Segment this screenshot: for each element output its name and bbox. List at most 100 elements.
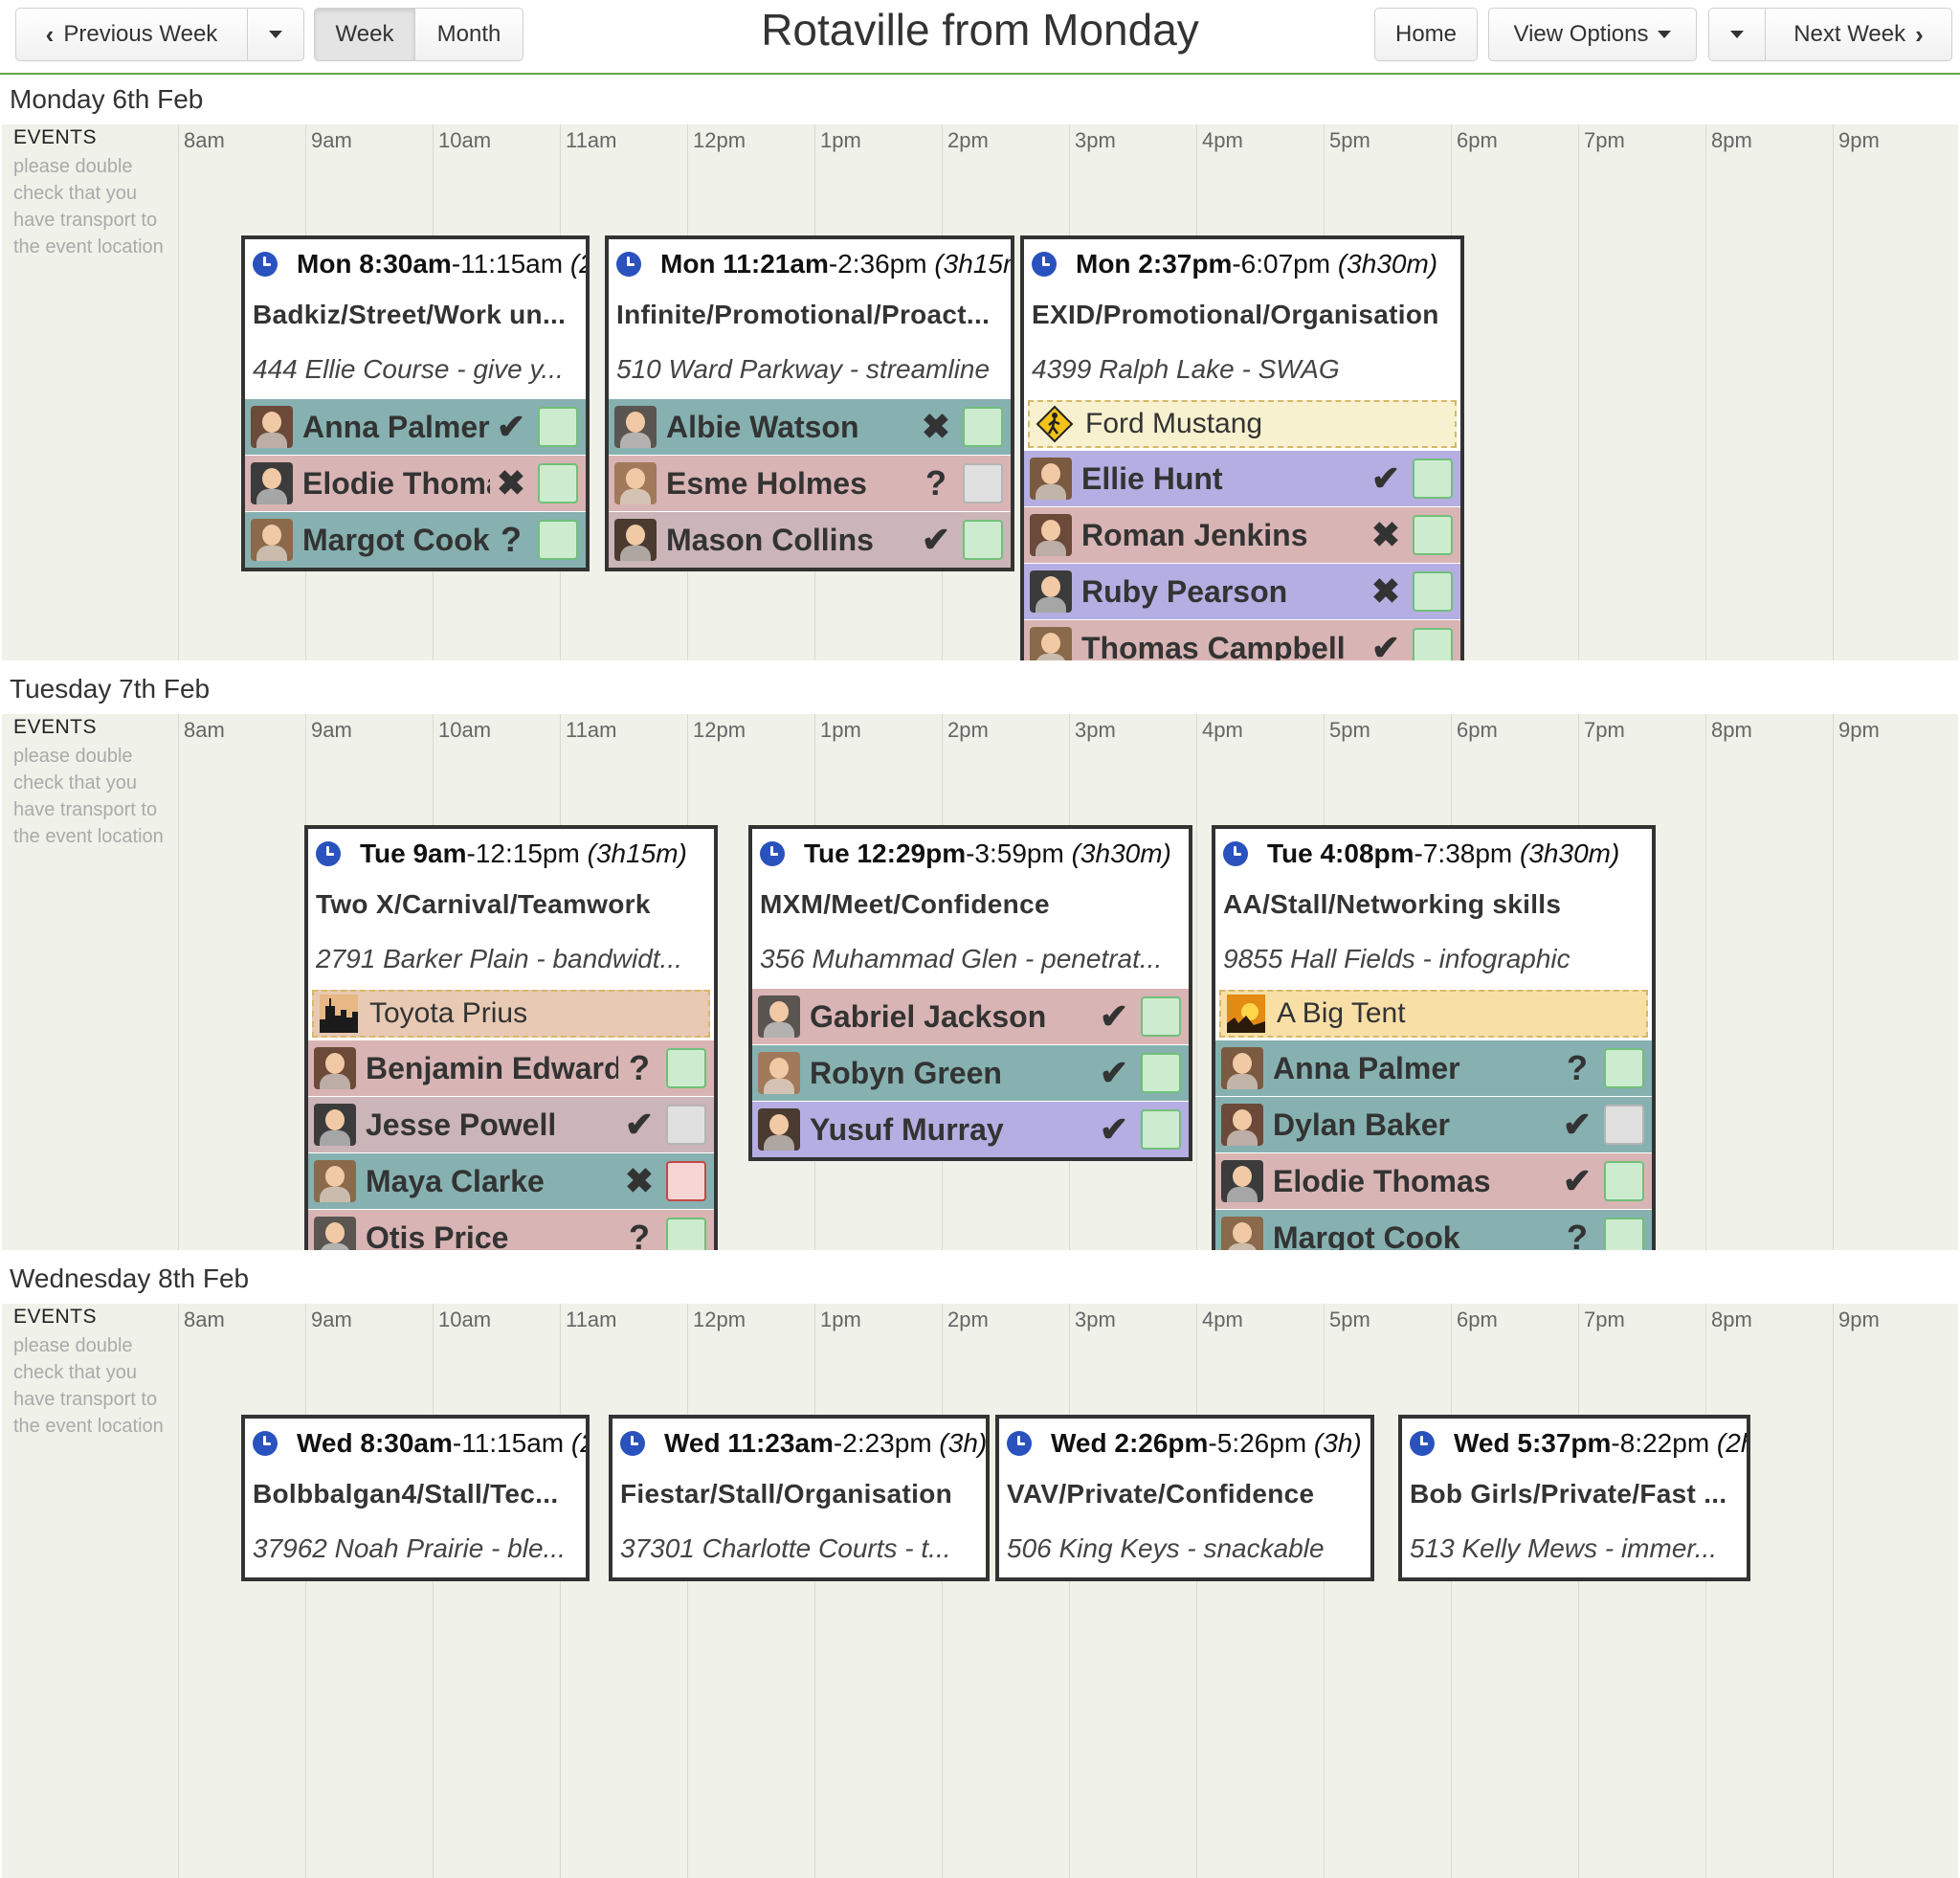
person-name: Robyn Green	[810, 1055, 1002, 1090]
confirm-checkbox[interactable]	[1141, 1109, 1181, 1150]
status-no-icon[interactable]: ✖	[624, 1161, 655, 1200]
status-yes-icon[interactable]: ✔	[1370, 458, 1401, 498]
hour-grid-line	[1705, 714, 1706, 1250]
status-no-icon[interactable]: ✖	[1370, 515, 1401, 554]
status-yes-icon[interactable]: ✔	[496, 407, 526, 446]
confirm-checkbox[interactable]	[666, 1105, 706, 1145]
person-row[interactable]: Anna Palmer✔	[245, 398, 586, 455]
person-row[interactable]: Gabriel Jackson✔	[752, 988, 1189, 1044]
confirm-checkbox[interactable]	[538, 407, 578, 447]
status-maybe-icon[interactable]: ?	[1567, 1048, 1588, 1087]
next-week-dropdown[interactable]	[1708, 8, 1766, 61]
hour-label: 10am	[438, 718, 492, 742]
person-row[interactable]: Yusuf Murray✔	[752, 1101, 1189, 1157]
person-row[interactable]: Ruby Pearson✖	[1024, 563, 1460, 619]
event-card[interactable]: Wed 5:37pm-8:22pm (2h45m)Bob Girls/Priva…	[1398, 1415, 1750, 1581]
event-resource[interactable]: Toyota Prius	[312, 990, 710, 1038]
event-card[interactable]: Tue 9am-12:15pm (3h15m)Two X/Carnival/Te…	[304, 825, 718, 1250]
event-card[interactable]: Mon 2:37pm-6:07pm (3h30m)EXID/Promotiona…	[1020, 235, 1464, 660]
status-yes-icon[interactable]: ✔	[1562, 1105, 1592, 1144]
event-start-time: Mon 8:30am	[297, 249, 452, 279]
person-row[interactable]: Albie Watson✖	[609, 398, 1011, 455]
status-yes-icon[interactable]: ✔	[1099, 1053, 1129, 1092]
person-row[interactable]: Benjamin Edwards?	[308, 1040, 714, 1096]
event-card[interactable]: Mon 8:30am-11:15am (2h45m)Badkiz/Street/…	[241, 235, 590, 571]
hour-label: 11am	[566, 1308, 617, 1331]
status-no-icon[interactable]: ✖	[496, 463, 526, 503]
event-location: 4399 Ralph Lake - SWAG	[1032, 354, 1340, 384]
status-yes-icon[interactable]: ✔	[921, 520, 951, 559]
status-no-icon[interactable]: ✖	[921, 407, 951, 446]
person-row[interactable]: Margot Cook?	[1215, 1209, 1652, 1250]
event-card[interactable]: Wed 2:26pm-5:26pm (3h)VAV/Private/Confid…	[995, 1415, 1374, 1581]
status-maybe-icon[interactable]: ?	[629, 1048, 650, 1087]
status-maybe-icon[interactable]: ?	[925, 463, 947, 503]
resource-name: Ford Mustang	[1085, 408, 1263, 439]
previous-week-dropdown[interactable]	[247, 8, 304, 61]
event-resource[interactable]: A Big Tent	[1219, 990, 1648, 1038]
status-yes-icon[interactable]: ✔	[1562, 1161, 1592, 1200]
status-yes-icon[interactable]: ✔	[1099, 1109, 1129, 1149]
confirm-checkbox[interactable]	[1413, 571, 1453, 612]
confirm-checkbox[interactable]	[1141, 996, 1181, 1037]
event-card[interactable]: Wed 8:30am-11:15am (2h45m)Bolbbalgan4/St…	[241, 1415, 590, 1581]
confirm-checkbox[interactable]	[1604, 1105, 1644, 1145]
status-yes-icon[interactable]: ✔	[624, 1105, 655, 1144]
event-card[interactable]: Wed 11:23am-2:23pm (3h)Fiestar/Stall/Org…	[609, 1415, 990, 1581]
person-row[interactable]: Robyn Green ✔	[752, 1044, 1189, 1101]
next-week-button[interactable]: Next Week ›	[1765, 8, 1952, 61]
person-row[interactable]: Elodie Thomas✔	[1215, 1152, 1652, 1209]
confirm-checkbox[interactable]	[1604, 1048, 1644, 1088]
confirm-checkbox[interactable]	[963, 407, 1003, 447]
person-row[interactable]: Elodie Thomas✖	[245, 455, 586, 511]
confirm-checkbox[interactable]	[1604, 1161, 1644, 1201]
event-time: Tue 4:08pm-7:38pm (3h30m)	[1215, 829, 1652, 879]
event-duration: (2h45m)	[570, 1428, 586, 1458]
month-view-button[interactable]: Month	[414, 8, 523, 61]
status-yes-icon[interactable]: ✔	[1370, 628, 1401, 661]
person-row[interactable]: Margot Cook?	[245, 511, 586, 568]
event-start-time: Wed 5:37pm	[1454, 1428, 1612, 1458]
person-row[interactable]: Jesse Powell✔	[308, 1096, 714, 1152]
confirm-checkbox[interactable]	[538, 463, 578, 503]
hour-label: 12pm	[693, 128, 746, 152]
person-row[interactable]: Maya Clarke✖	[308, 1152, 714, 1209]
confirm-checkbox[interactable]	[666, 1161, 706, 1201]
person-row[interactable]: Roman Jenkins✖	[1024, 506, 1460, 563]
confirm-checkbox[interactable]	[666, 1048, 706, 1088]
previous-week-button[interactable]: ‹ Previous Week	[15, 8, 248, 61]
person-row[interactable]: Anna Palmer?	[1215, 1040, 1652, 1096]
confirm-checkbox[interactable]	[1604, 1218, 1644, 1250]
person-row[interactable]: Dylan Baker✔	[1215, 1096, 1652, 1152]
event-card[interactable]: Tue 4:08pm-7:38pm (3h30m)AA/Stall/Networ…	[1212, 825, 1656, 1250]
confirm-checkbox[interactable]	[1413, 458, 1453, 499]
person-row[interactable]: Otis Price?	[308, 1209, 714, 1250]
confirm-checkbox[interactable]	[1413, 628, 1453, 660]
event-card[interactable]: Mon 11:21am-2:36pm (3h15m)Infinite/Promo…	[605, 235, 1014, 571]
week-view-button[interactable]: Week	[314, 8, 415, 61]
confirm-checkbox[interactable]	[963, 463, 1003, 503]
confirm-checkbox[interactable]	[538, 520, 578, 560]
status-maybe-icon[interactable]: ?	[1567, 1218, 1588, 1251]
event-time: Tue 12:29pm-3:59pm (3h30m)	[752, 829, 1189, 879]
home-button[interactable]: Home	[1374, 8, 1478, 61]
caret-down-icon	[1730, 31, 1744, 38]
view-options-button[interactable]: View Options	[1488, 8, 1697, 61]
status-maybe-icon[interactable]: ?	[501, 520, 522, 559]
event-resource[interactable]: Ford Mustang	[1028, 400, 1457, 448]
person-row[interactable]: Esme Holmes?	[609, 455, 1011, 511]
person-row[interactable]: Thomas Campbell✔	[1024, 619, 1460, 660]
person-row[interactable]: Mason Collins✔	[609, 511, 1011, 568]
event-card[interactable]: Tue 12:29pm-3:59pm (3h30m)MXM/Meet/Confi…	[748, 825, 1192, 1161]
person-row[interactable]: Ellie Hunt✔	[1024, 450, 1460, 506]
status-maybe-icon[interactable]: ?	[629, 1218, 650, 1251]
status-no-icon[interactable]: ✖	[1370, 571, 1401, 611]
confirm-checkbox[interactable]	[1413, 515, 1453, 555]
confirm-checkbox[interactable]	[963, 520, 1003, 560]
avatar	[314, 1104, 356, 1146]
confirm-checkbox[interactable]	[666, 1218, 706, 1250]
clock-icon	[1223, 841, 1248, 866]
confirm-checkbox[interactable]	[1141, 1053, 1181, 1093]
status-yes-icon[interactable]: ✔	[1099, 996, 1129, 1036]
